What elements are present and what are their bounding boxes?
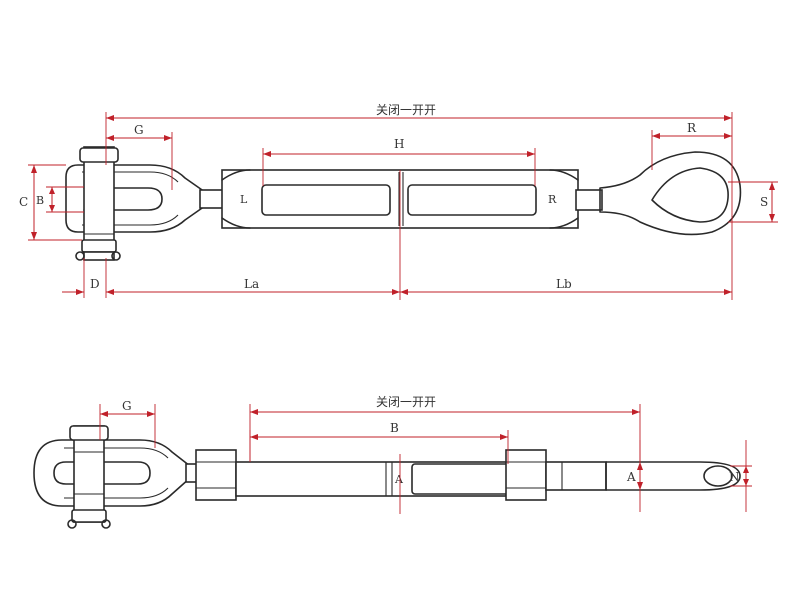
h-label-top: H xyxy=(394,137,404,151)
top-turnbuckle: L R xyxy=(65,146,742,261)
g-label-top: G xyxy=(134,123,144,137)
bottom-turnbuckle: A xyxy=(33,425,741,529)
g-label-bottom: G xyxy=(122,399,132,413)
b-label-top: B xyxy=(36,194,44,207)
a-label-bottom: A xyxy=(626,470,636,484)
top-jaw-end xyxy=(65,146,225,261)
bottom-body: A xyxy=(235,461,509,497)
r-label-top: R xyxy=(687,121,697,135)
bottom-jaw-end xyxy=(33,425,201,529)
right-thread-mark: R xyxy=(548,193,557,206)
top-dimensions: 关闭一开开 G R H C B xyxy=(19,103,778,300)
center-mark-bottom: A xyxy=(394,473,404,486)
total-length-label-bottom: 关闭一开开 xyxy=(376,395,436,409)
c-label-top: C xyxy=(19,195,28,209)
bottom-left-nut xyxy=(195,449,237,501)
n-label-bottom: N xyxy=(729,470,740,484)
la-label-top: La xyxy=(244,277,259,291)
total-length-label-top: 关闭一开开 xyxy=(376,103,436,117)
d-label-top: D xyxy=(90,277,100,291)
s-label-top: S xyxy=(760,195,768,209)
lb-label-top: Lb xyxy=(556,277,572,291)
bottom-right-nut xyxy=(505,449,547,501)
bottom-dimensions: 关闭一开开 G B A N xyxy=(99,395,752,514)
bottom-rod xyxy=(545,461,741,491)
b-label-bottom: B xyxy=(390,421,399,435)
left-thread-mark: L xyxy=(240,193,248,206)
top-eye-end xyxy=(575,151,742,236)
